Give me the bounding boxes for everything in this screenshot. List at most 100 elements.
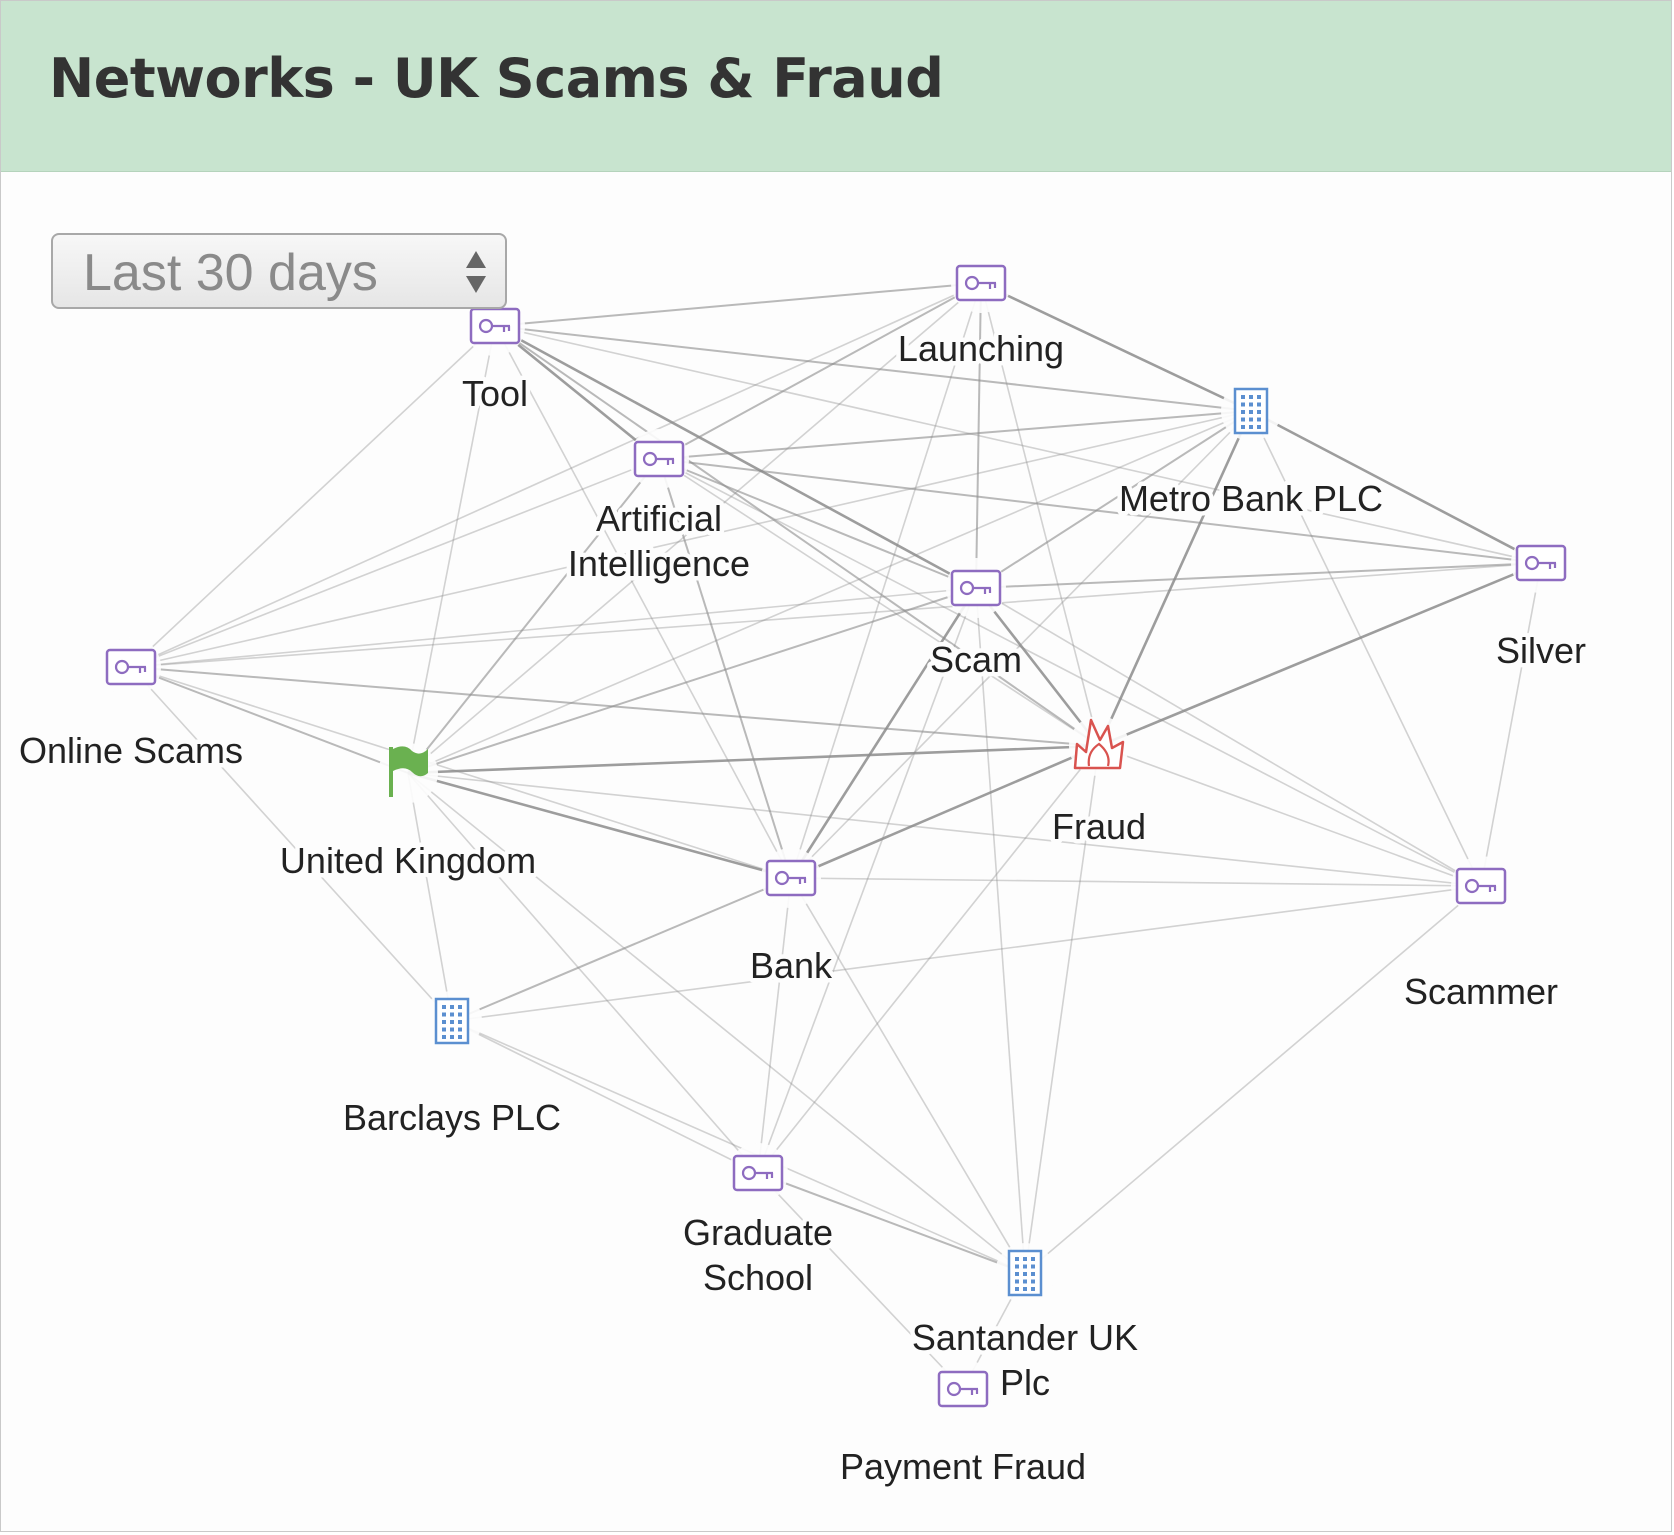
node-fraud[interactable]: Fraud xyxy=(1047,716,1151,852)
edge-uk-bank xyxy=(407,771,792,880)
node-metro[interactable]: Metro Bank PLC xyxy=(1114,381,1388,524)
edge-fraud-scammer xyxy=(1098,745,1482,887)
page-title: Networks - UK Scams & Fraud xyxy=(49,47,944,110)
edge-launching-scam xyxy=(975,282,982,589)
node-label: Scammer xyxy=(1404,971,1558,1012)
edge-tool-uk xyxy=(407,325,496,774)
edge-scammer-santander xyxy=(1024,885,1482,1274)
edge-ai-bank xyxy=(658,458,792,879)
edge-ai-online xyxy=(130,458,660,668)
edge-launching-online xyxy=(130,282,982,668)
edge-bank-grad xyxy=(757,877,792,1174)
edge-launching-bank xyxy=(790,282,982,879)
node-label: Tool xyxy=(462,373,528,414)
node-silver[interactable]: Silver xyxy=(1491,533,1591,676)
edge-tool-launching xyxy=(494,282,982,327)
edge-scam-bank xyxy=(789,587,978,879)
edge-ai-fraud xyxy=(658,458,1100,747)
edge-ai-scammer xyxy=(658,458,1482,887)
time-range-select[interactable]: Last 30 days xyxy=(51,233,507,309)
node-scam[interactable]: Scam xyxy=(925,558,1027,685)
edge-scam-online xyxy=(130,587,977,668)
edge-fraud-santander xyxy=(1024,745,1100,1274)
edge-scam-silver xyxy=(975,562,1542,589)
edge-silver-scammer xyxy=(1480,562,1542,887)
key-icon xyxy=(1515,544,1567,582)
edge-launching-ai xyxy=(658,282,982,460)
node-label: Bank xyxy=(750,945,833,986)
key-icon xyxy=(950,569,1002,607)
node-online[interactable]: Online Scams xyxy=(14,637,248,776)
building-icon xyxy=(1007,1249,1043,1297)
edge-ai-scam xyxy=(658,458,977,589)
edge-uk-santander xyxy=(407,772,1026,1274)
edge-uk-scammer xyxy=(407,772,1482,887)
edge-launching-uk xyxy=(407,282,982,774)
edge-ai-silver xyxy=(658,458,1542,564)
edge-grad-santander xyxy=(757,1172,1026,1274)
node-barclays[interactable]: Barclays PLC xyxy=(338,991,566,1143)
node-label: Barclays PLC xyxy=(343,1097,561,1138)
edge-fraud-bank xyxy=(790,744,1100,880)
node-label: School xyxy=(703,1257,813,1298)
edge-uk-barclays xyxy=(407,772,453,1022)
edge-tool-ai xyxy=(494,324,660,461)
edge-bank-santander xyxy=(790,877,1026,1274)
node-launching[interactable]: Launching xyxy=(893,253,1069,374)
key-icon xyxy=(937,1370,989,1408)
edge-scam-fraud xyxy=(974,587,1101,747)
edge-uk-grad xyxy=(407,772,759,1174)
edge-tool-metro xyxy=(494,325,1252,412)
edge-bank-barclays xyxy=(451,877,792,1022)
edge-online-barclays xyxy=(130,666,453,1022)
edge-scammer-barclays xyxy=(451,885,1482,1022)
node-label: Intelligence xyxy=(568,543,750,584)
edge-barclays-grad xyxy=(451,1020,759,1174)
edge-online-uk xyxy=(130,666,409,774)
node-label: Metro Bank PLC xyxy=(1119,478,1383,519)
node-label: Scam xyxy=(930,639,1022,680)
node-uk[interactable]: United Kingdom xyxy=(275,743,541,886)
edge-layer xyxy=(130,281,1542,1390)
edge-scam-uk xyxy=(407,587,977,774)
edge-scam-grad xyxy=(757,587,977,1174)
node-scammer[interactable]: Scammer xyxy=(1399,856,1563,1017)
node-label: Fraud xyxy=(1052,806,1146,847)
key-icon xyxy=(105,648,157,686)
edge-metro-online xyxy=(130,410,1252,668)
edge-online-bank xyxy=(130,666,792,879)
panel-header: Networks - UK Scams & Fraud xyxy=(1,1,1671,172)
node-label: Santander UK xyxy=(912,1317,1138,1358)
node-label: Plc xyxy=(1000,1362,1050,1403)
edge-bank-scammer xyxy=(790,877,1482,887)
edge-online-fraud xyxy=(130,666,1100,747)
edge-metro-scammer xyxy=(1250,410,1482,887)
edge-launching-metro xyxy=(980,281,1252,413)
key-icon xyxy=(469,307,521,345)
select-arrows-icon xyxy=(466,251,486,293)
node-label: Artificial xyxy=(596,498,722,539)
key-icon xyxy=(633,440,685,478)
edge-metro-uk xyxy=(407,410,1252,774)
node-payment[interactable]: Payment Fraud xyxy=(835,1359,1091,1492)
edge-tool-online xyxy=(130,325,496,668)
edge-uk-fraud xyxy=(407,744,1100,775)
fire-icon xyxy=(1073,718,1125,770)
node-tool[interactable]: Tool xyxy=(457,296,533,419)
edge-metro-silver xyxy=(1250,409,1542,565)
key-icon xyxy=(765,859,817,897)
edge-tool-scam xyxy=(494,324,977,590)
edge-scam-santander xyxy=(975,587,1026,1274)
edge-metro-scam xyxy=(975,410,1252,589)
time-range-value: Last 30 days xyxy=(83,244,378,302)
node-label: Silver xyxy=(1496,630,1586,671)
node-bank[interactable]: Bank xyxy=(745,848,838,991)
edge-ai-uk xyxy=(407,458,660,774)
edge-grad-payment xyxy=(757,1172,964,1390)
